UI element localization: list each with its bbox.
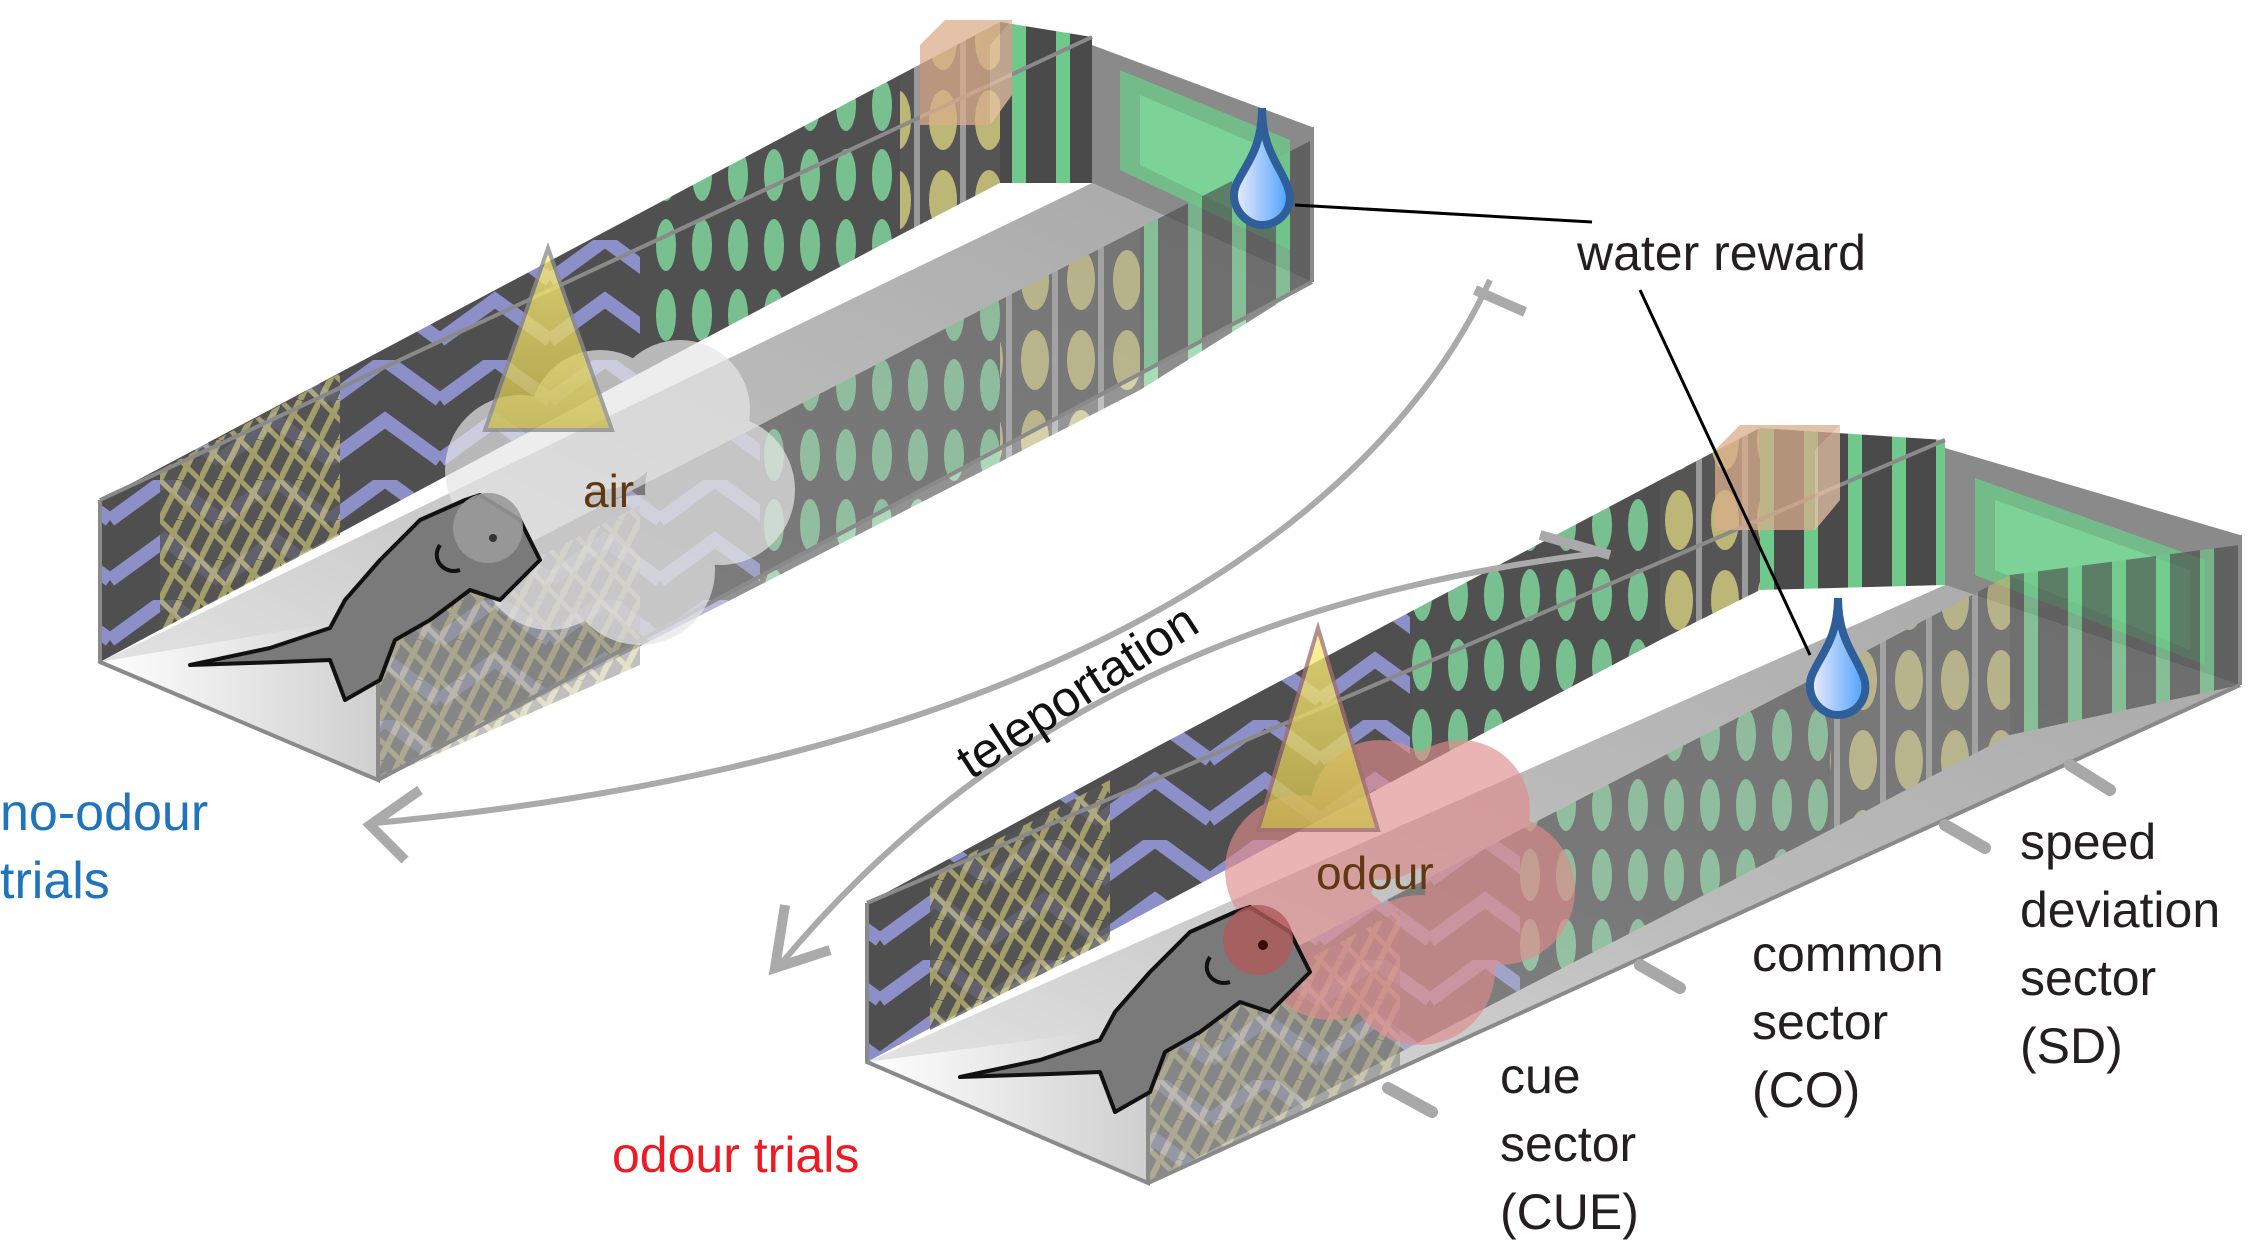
tick-sd-end bbox=[2064, 759, 2116, 796]
odour-track bbox=[865, 425, 2242, 1187]
common-sector-line1: common bbox=[1752, 926, 1944, 982]
teleport-arrow-bottom bbox=[777, 550, 1601, 967]
cue-sector-label: cue sector (CUE) bbox=[1500, 1042, 1639, 1246]
no-odour-track bbox=[98, 20, 1314, 784]
arrowhead-bottom bbox=[768, 904, 832, 976]
common-sector-line2: sector bbox=[1752, 994, 1889, 1050]
tick-cue-start bbox=[1382, 1082, 1438, 1118]
teleportation-arrows bbox=[362, 278, 1612, 976]
common-sector-line3: (CO) bbox=[1752, 1062, 1861, 1118]
odour-cone-icon bbox=[1255, 620, 1381, 832]
tick-co-sd bbox=[1939, 819, 1991, 854]
speed-deviation-sector-label: speed deviation sector (SD) bbox=[2020, 808, 2220, 1080]
sd-sector-line3: sector bbox=[2020, 950, 2157, 1006]
tick-cue-co bbox=[1634, 959, 1686, 994]
water-reward-leaders bbox=[1294, 203, 1812, 656]
mouse-icon bbox=[188, 493, 542, 702]
reward-box bbox=[1715, 425, 1840, 530]
odour-cloud bbox=[1225, 740, 1575, 1045]
odour-trials-label: odour trials bbox=[612, 1127, 860, 1183]
arrowhead-top bbox=[362, 785, 423, 864]
sd-sector-line1: speed bbox=[2020, 814, 2157, 870]
cue-sector-line2: sector bbox=[1500, 1116, 1637, 1172]
no-odour-trials-line2: trials bbox=[0, 851, 110, 910]
sd-sector-line2: deviation bbox=[2020, 882, 2221, 938]
no-odour-trials-line1: no-odour bbox=[0, 784, 209, 842]
sector-ticks bbox=[1382, 759, 2116, 1118]
air-label: air bbox=[583, 465, 635, 517]
air-cone-icon bbox=[482, 241, 615, 432]
cue-sector-line3: (CUE) bbox=[1500, 1184, 1639, 1240]
teleport-arrow-top bbox=[374, 278, 1493, 826]
sd-sector-line4: (SD) bbox=[2020, 1018, 2123, 1074]
common-sector-label: common sector (CO) bbox=[1752, 920, 1944, 1124]
no-odour-trials-label: no-odour trials bbox=[0, 780, 208, 915]
water-reward-label: water reward bbox=[1577, 225, 1866, 281]
water-drop-icon bbox=[1230, 107, 1294, 230]
water-drop-icon bbox=[1805, 597, 1870, 720]
cue-sector-line1: cue bbox=[1500, 1048, 1581, 1104]
air-cloud bbox=[445, 340, 795, 645]
odour-label: odour bbox=[1316, 847, 1434, 899]
reward-box bbox=[920, 20, 1012, 125]
mouse-icon bbox=[958, 905, 1312, 1114]
